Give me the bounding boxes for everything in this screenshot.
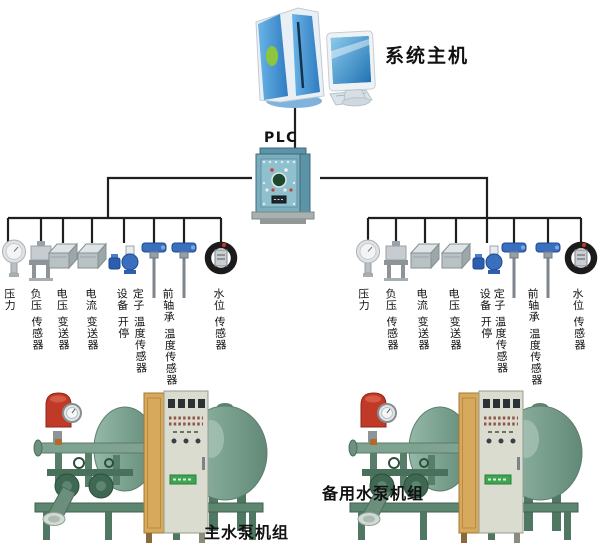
- water-level-sensor-icon: [564, 238, 598, 290]
- backup-pump-unit-icon: [328, 383, 598, 545]
- host-label: 系统主机: [385, 45, 470, 67]
- sensor-label-negative-pressure: 负压传感器: [28, 287, 45, 351]
- sensor-label-pressure: 压力: [356, 287, 371, 312]
- sensor-label-water-level: 水位传感器: [211, 287, 228, 351]
- sensor-label-start-stop: 设备开停: [114, 287, 131, 340]
- sensor-label-water-level: 水位传感器: [570, 287, 587, 351]
- tower-logo: [266, 46, 278, 66]
- water-level-sensor-icon: [204, 238, 238, 290]
- sensor-label-start-stop: 设备开停: [477, 287, 494, 340]
- transmitter-box-icon: [439, 238, 473, 286]
- sensor-label-pressure: 压力: [2, 287, 17, 312]
- transmitter-box-icon: [408, 238, 442, 286]
- plc-label: PLC: [264, 130, 298, 146]
- sensor-label-voltage: 电压变送器: [54, 287, 71, 351]
- monitor: [326, 30, 376, 107]
- main-pump-label: 主水泵机组: [204, 523, 290, 542]
- sensor-label-voltage: 电压变送器: [446, 287, 463, 351]
- transmitter-box-icon: [75, 238, 109, 286]
- plc-cabinet-icon: [251, 147, 315, 224]
- desktop-computer-icon: [255, 7, 376, 108]
- plc-window: [271, 172, 287, 188]
- sensor-label-current: 电流变送器: [414, 287, 431, 351]
- start-stop-sensor-icon: [107, 238, 141, 286]
- sensor-label-current: 电流变送器: [83, 287, 100, 351]
- sensor-label-negative-pressure: 负压传感器: [383, 287, 400, 351]
- backup-pump-label: 备用水泵机组: [322, 484, 425, 503]
